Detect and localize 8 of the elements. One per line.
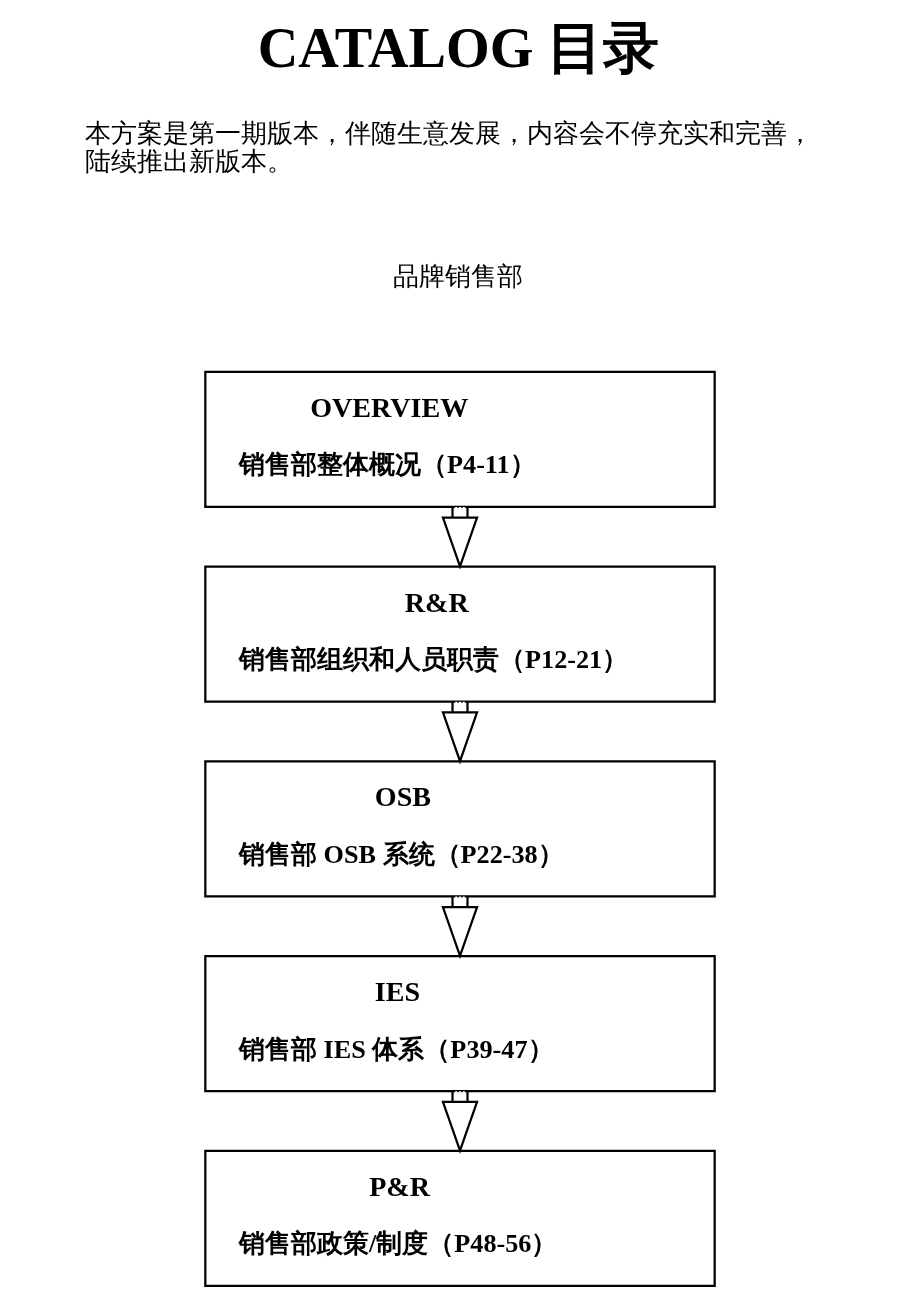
node-box: OVERVIEW 销售部整体概况（P4-11） [204,370,716,508]
node-box: OSB 销售部 OSB 系统（P22-38） [204,760,716,898]
label: 本方案是第一期版本，伴随生意发展，内容会不停充实和完善，陆续推出新版本。 [85,119,814,177]
node-box: P&R 销售部政策/制度（P48-56） [204,1149,716,1287]
diagram-title: CATALOG 目录 [257,16,660,79]
node-box: R&R 销售部组织和人员职责（P12-21） [204,565,716,703]
node-box: IES 销售部 IES 体系（P39-47） [204,955,716,1093]
label: 品牌销售部 [392,262,523,292]
